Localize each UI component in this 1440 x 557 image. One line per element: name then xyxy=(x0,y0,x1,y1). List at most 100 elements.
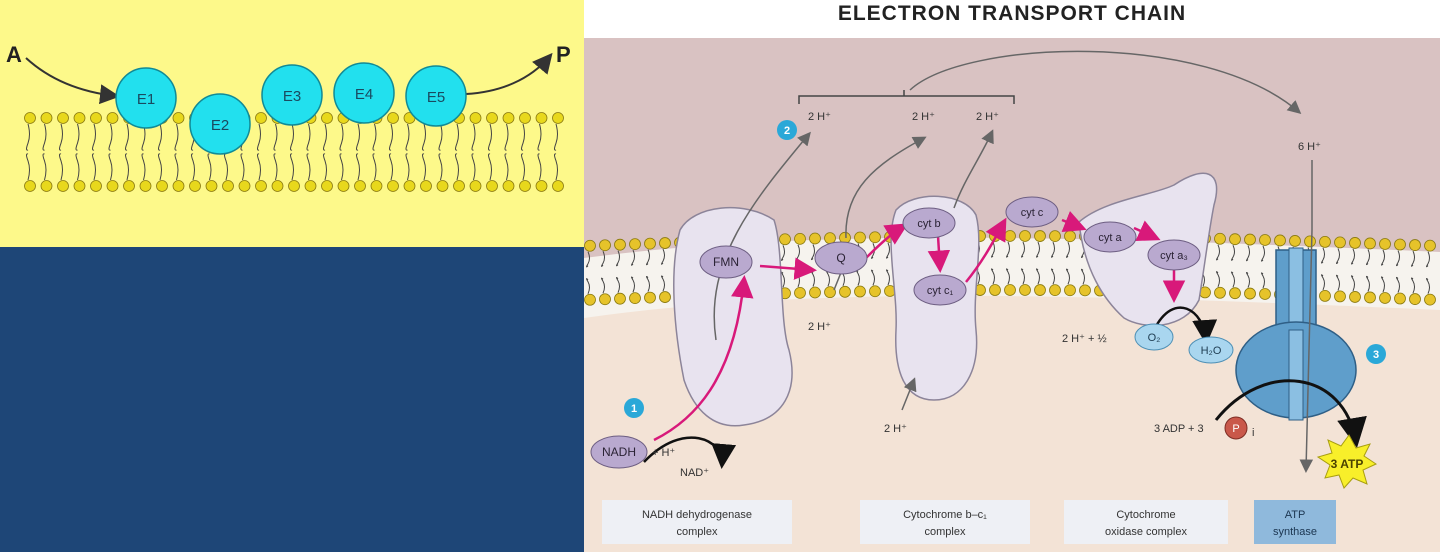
lipid-tail xyxy=(661,248,665,265)
lipid-tail xyxy=(1021,241,1025,258)
substrate-label: A xyxy=(6,42,22,67)
lipid-head xyxy=(1424,293,1436,306)
lipid-tail xyxy=(871,269,875,286)
lipid-tail xyxy=(174,153,179,181)
lipid-tail xyxy=(455,153,459,181)
lipid-tail xyxy=(586,251,590,268)
lipid-tail xyxy=(92,123,96,151)
lipid-tail xyxy=(616,277,620,293)
lipid-tail xyxy=(991,241,995,258)
step-badge-2: 2 xyxy=(777,120,797,140)
lipid-head xyxy=(1019,284,1031,296)
lipid-head xyxy=(321,180,333,192)
lipid-head xyxy=(854,231,866,244)
lipid-tail xyxy=(488,123,492,151)
lipid-tail xyxy=(661,275,665,292)
lipid-tail xyxy=(323,153,327,181)
svg-text:cyt b: cyt b xyxy=(917,218,940,230)
lipid-tail xyxy=(389,153,393,181)
lipid-head xyxy=(40,180,53,192)
lipid-head xyxy=(205,180,218,192)
lipid-tail xyxy=(158,123,162,151)
lipid-head xyxy=(552,180,564,192)
lipid-tail xyxy=(455,123,459,151)
enzyme-chain-panel: A P E1 E2 E3 E4 E5 xyxy=(0,0,584,552)
lipid-tail xyxy=(586,278,590,294)
svg-text:Cytochrome: Cytochrome xyxy=(1116,509,1175,521)
lipid-tail xyxy=(646,249,650,266)
atp-reaction-arrow xyxy=(1214,379,1367,448)
lipid-tail xyxy=(601,251,605,267)
phosphate-badge: P i xyxy=(1224,416,1254,440)
lipid-tail xyxy=(1411,250,1415,267)
lipid-head xyxy=(288,180,300,192)
lipid-head xyxy=(1064,230,1076,243)
svg-text:oxidase complex: oxidase complex xyxy=(1105,526,1187,538)
lipid-tail xyxy=(1036,268,1040,285)
lipid-tail xyxy=(42,123,47,151)
carrier-cyt-a: cyt a xyxy=(1083,221,1137,253)
lipid-head xyxy=(238,180,251,192)
lipid-head xyxy=(1409,293,1421,305)
lipid-tail xyxy=(141,123,146,151)
lipid-head xyxy=(354,180,366,192)
lipid-head xyxy=(1229,287,1241,300)
lipid-head xyxy=(1064,284,1076,297)
lipid-head xyxy=(1274,234,1286,247)
carrier-q: Q xyxy=(814,241,868,275)
lipid-head xyxy=(824,286,836,299)
lipid-head xyxy=(255,180,267,192)
lipid-tail xyxy=(389,123,393,151)
electron-path-cytc-cyta xyxy=(1061,211,1087,232)
lipid-head xyxy=(1334,236,1346,249)
lipid-head xyxy=(337,180,350,192)
nadh-h-label: + H⁺ xyxy=(652,447,675,459)
electron-path-fmn-q xyxy=(759,257,817,280)
lipid-head xyxy=(73,112,86,124)
lipid-head xyxy=(387,112,399,124)
proton-label-q-in: 2 H⁺ xyxy=(808,321,831,333)
lipid-tail xyxy=(174,123,179,151)
lipid-head xyxy=(486,112,498,124)
svg-text:P: P xyxy=(1232,423,1239,435)
lipid-head xyxy=(139,180,152,192)
lipid-head xyxy=(1349,237,1361,249)
lipid-tail xyxy=(537,123,542,151)
lipid-head xyxy=(659,237,671,249)
lipid-tail xyxy=(1246,245,1250,262)
lipid-head xyxy=(172,180,185,192)
proton-label-cyt-in: 2 H⁺ xyxy=(884,423,907,435)
svg-text:cyt a: cyt a xyxy=(1098,232,1122,244)
lipid-tail xyxy=(372,153,377,181)
label-cytochrome-oxidase: Cytochrome oxidase complex xyxy=(1064,500,1228,544)
lipid-tail xyxy=(438,153,443,181)
lipid-tail xyxy=(405,153,410,181)
svg-text:E5: E5 xyxy=(427,89,445,106)
carrier-fmn: FMN xyxy=(699,245,753,279)
lipid-tail xyxy=(1411,277,1415,294)
etc-illustration: FMN Q cyt b cyt c₁ cyt c cyt a cyt a₃ N xyxy=(584,38,1440,552)
lipid-tail xyxy=(471,153,476,181)
lipid-tail xyxy=(158,153,162,181)
lipid-tail xyxy=(537,153,542,181)
lipid-tail xyxy=(257,153,261,181)
proton-label-2: 2 H⁺ xyxy=(912,111,935,123)
lipid-head xyxy=(370,180,383,192)
lipid-head xyxy=(1049,284,1061,297)
lipid-tail xyxy=(781,271,785,288)
lipid-head xyxy=(519,180,531,192)
lipid-head xyxy=(189,180,201,192)
lipid-tail xyxy=(323,123,327,151)
lipid-tail xyxy=(1426,251,1430,268)
lipid-tail xyxy=(1351,275,1355,292)
lipid-head xyxy=(453,180,465,192)
lipid-tail xyxy=(1336,248,1340,265)
lipid-tail xyxy=(1021,268,1025,285)
lipid-head xyxy=(502,180,515,192)
svg-text:3 ATP: 3 ATP xyxy=(1331,457,1364,471)
lipid-tail xyxy=(1216,271,1220,287)
lipid-tail xyxy=(1216,244,1220,261)
lipid-tail xyxy=(1066,242,1070,258)
lipid-head xyxy=(869,231,881,244)
proton-bracket xyxy=(798,90,1015,104)
